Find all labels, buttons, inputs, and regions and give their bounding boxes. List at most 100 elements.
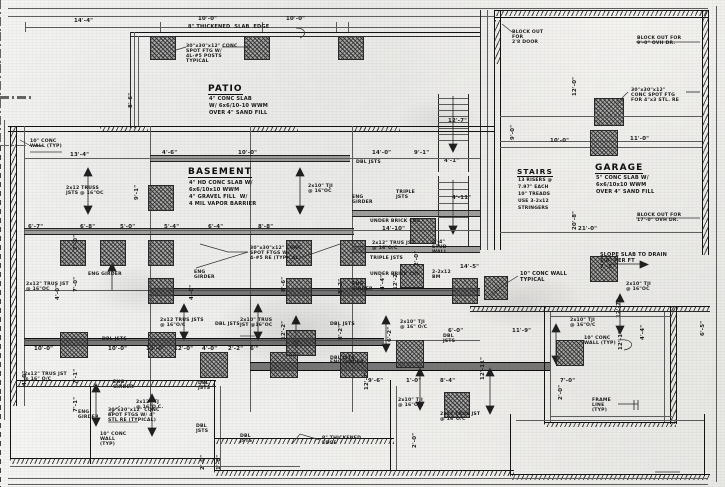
dimension-14-5: 14'-5" xyxy=(460,264,480,270)
dimension-7-5: 7'-5" xyxy=(600,264,616,270)
wall-hatch xyxy=(470,307,710,311)
dimension-basement-14-0: 14'-0" xyxy=(372,150,392,156)
basement-grid-line-v xyxy=(250,126,251,412)
tag-eng-girder-4: ENG GIRDER xyxy=(194,270,215,281)
eng-girder-member xyxy=(24,228,354,235)
dimension-stairs-4-1: 12'-7" xyxy=(448,118,468,124)
garage-spot-footing-pier xyxy=(594,98,624,126)
bottom-center-wall-right xyxy=(390,380,391,470)
wall-hatch xyxy=(16,381,216,386)
framing-tji-right-upper: 2x10" TJI @ 16"OC xyxy=(308,184,333,195)
spot-footing-pier xyxy=(100,240,126,266)
basement-grid-line-v xyxy=(150,126,151,412)
framing-tji-right-lower2: 2x10" TJI @ 16"O/C xyxy=(570,318,596,329)
note-blockout-9ft: BLOCK OUT FOR 9'-0" OVH DR. xyxy=(637,36,682,47)
spot-footing-pier xyxy=(148,185,174,211)
room-spec-patio-2: W/ 6x6/10-10 WWM xyxy=(209,103,269,109)
note-conc-wall-typ-left: 10" CONC WALL (TYP) xyxy=(30,139,62,150)
garage-wall-right-outer xyxy=(708,10,709,255)
note-bm: 2-2x12 BM xyxy=(432,270,451,281)
room-label-patio: PATIO xyxy=(208,84,243,96)
construction-line xyxy=(0,396,1,487)
framing-trus-jst-left-mid: 2x12" TRUS JST @ 16"OC xyxy=(26,282,69,293)
dimension-basement-13-4: 13'-4" xyxy=(70,152,90,158)
tag-triple-jsts-2: TRIPLE JSTS xyxy=(370,256,404,261)
note-blockout-17ft: BLOCK OUT FOR 17'-0" OVH DR. xyxy=(637,213,682,224)
dimension-5-0: 5'-0" xyxy=(120,224,136,230)
framing-trus-jst-left-lower: 2x12" TRUS JST @ 16" O/C xyxy=(24,372,67,382)
note-blockout-2-8-door: BLOCK OUT FOR 2'8 DOOR xyxy=(512,30,544,46)
dim-ext-line xyxy=(138,36,139,126)
dimension-7-0b: 7'-0" xyxy=(560,378,576,384)
patio-edge-right-2 xyxy=(487,10,488,250)
spot-footing-pier xyxy=(400,264,424,288)
right-wing-wall-left-inner xyxy=(550,312,551,422)
dimension-2-2: 2'-2" xyxy=(228,346,244,352)
spot-footing-pier xyxy=(244,36,270,60)
room-spec-stairs-1: 13 RISERS @ xyxy=(518,178,553,183)
spot-footing-pier xyxy=(286,278,312,304)
wall-hatch xyxy=(10,459,220,464)
tag-dbl-jsts-6: DBL JSTS xyxy=(330,356,355,361)
tag-dbl-jsts-1: DBL JSTS xyxy=(356,160,381,165)
wall-hatch xyxy=(671,306,676,424)
pier-centerline xyxy=(0,97,34,98)
room-label-stairs: STAIRS xyxy=(517,167,553,178)
tag-dbl-jsts-7: DBL JSTS xyxy=(196,424,209,435)
dimension-11-0b: 11'-0" xyxy=(146,346,166,352)
dimension-8-8: 8'-8" xyxy=(258,224,274,230)
tag-eng-girder-3: ENG GIRDER xyxy=(88,272,122,277)
spot-footing-pier xyxy=(444,392,470,418)
basement-inner-face-left xyxy=(24,126,25,406)
eng-girder-member xyxy=(352,246,480,253)
framing-trus-jst-center: 2x12 TRUS JSTS @ 16"O/C xyxy=(160,318,204,329)
dim-tick xyxy=(336,22,337,32)
wall-hatch xyxy=(100,127,148,131)
spot-footing-pier xyxy=(338,36,364,60)
room-spec-stairs-2: 7.97" EACH xyxy=(518,185,549,190)
pier-centerline xyxy=(0,145,46,146)
sheet-border-right xyxy=(716,6,717,482)
right-wing-wall-left xyxy=(544,306,545,424)
basement-wall-left xyxy=(10,126,11,406)
framing-trus-jst-center2: 2x10" TRUS JST @16"OC xyxy=(240,318,273,329)
wall-hatch-left xyxy=(11,126,16,406)
dimension-6-4: 6'-4" xyxy=(208,224,224,230)
dimension-top-3: 10'-0" xyxy=(286,16,306,22)
note-stud-wall: 2'-4" STUD WALL xyxy=(432,240,448,256)
dimension-stairs-2-6: 4'-11" xyxy=(452,195,472,201)
wall-hatch xyxy=(250,127,298,131)
wall-hatch xyxy=(214,439,394,444)
framing-tji-right-lower: 2x10" TJI @ 16"O/C xyxy=(398,398,424,409)
sheet-border-bottom-2 xyxy=(8,484,708,485)
dim-tick xyxy=(25,22,26,32)
basement-wall-top xyxy=(8,126,494,127)
room-spec-garage-2: 6x6/10x10 WWM xyxy=(596,182,647,188)
dim-string-line-top-outer xyxy=(8,8,708,9)
note-spot-ftg-patio: 30"x30"x12" CONC SPOT FTG W/ 4L-#5 POSTS… xyxy=(186,44,238,65)
spot-footing-pier xyxy=(286,330,316,356)
garage-wall-top xyxy=(494,10,708,11)
dim-tick xyxy=(262,22,263,32)
note-thickened-slab-edge: 8" THICKENED SLAB EDGE xyxy=(188,24,270,30)
framing-trus-jst-left-upper: 2x12 TRUSS JSTS @ 16"OC xyxy=(66,186,104,197)
room-spec-stairs-4: USE 3-2x12 xyxy=(518,199,549,204)
eng-girder-member xyxy=(150,155,350,162)
tag-under-brick-col-1: UNDER BRICK COL xyxy=(370,219,421,224)
garage-wall-top-hatch xyxy=(494,11,708,16)
spot-footing-pier xyxy=(396,340,424,368)
right-wing-wall-top-inner xyxy=(470,311,710,312)
garage-wall-right xyxy=(702,10,703,255)
framing-tji-right-bottom: 2x10" TJI @ 16"OC xyxy=(626,282,651,293)
dimension-6: 6'" xyxy=(250,346,259,352)
note-thickened-edge-bottom: 8" THICKENED EDGE xyxy=(322,436,362,447)
room-spec-garage-1: 5" CONC SLAB W/ xyxy=(596,175,649,181)
room-spec-basement-2: 6x6/10x10 WWM xyxy=(189,187,240,193)
wall-hatch xyxy=(510,475,710,480)
eng-girder-member xyxy=(352,210,480,217)
